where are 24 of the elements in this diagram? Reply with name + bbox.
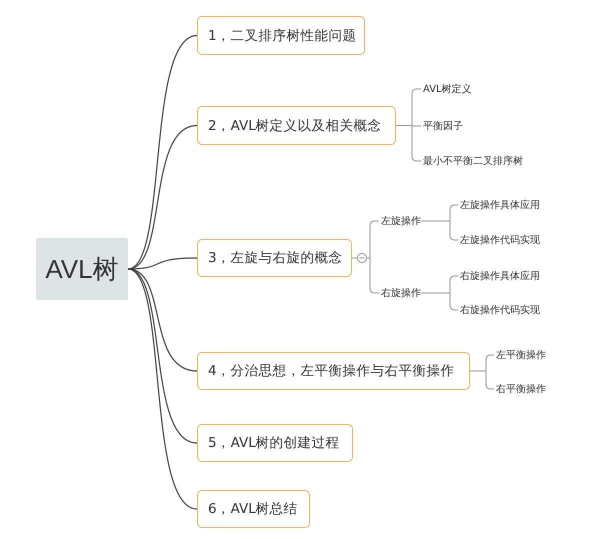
topic-box: 6，AVL树总结 [197, 490, 310, 528]
subtopic-text: 右旋操作具体应用 [460, 268, 540, 284]
subtopic-text: AVL树定义 [423, 81, 472, 97]
topic-box: 1，二叉排序树性能问题 [197, 16, 365, 55]
subtopic-text: 左旋操作 [381, 213, 421, 229]
connector [420, 292, 458, 310]
connector [128, 124, 198, 270]
topic-box: 3，左旋与右旋的概念 [197, 239, 352, 277]
subtopic-text: 左平衡操作 [496, 347, 546, 363]
topic-box: 2，AVL树定义以及相关概念 [197, 106, 396, 145]
connector [128, 268, 198, 510]
topic-box: 4，分治思想，左平衡操作与右平衡操作 [197, 352, 470, 390]
root-topic-box: AVL树 [36, 238, 128, 300]
subtopic-text: 左旋操作具体应用 [460, 197, 540, 213]
connector [470, 370, 494, 390]
subtopic-text: 右旋操作代码实现 [460, 302, 540, 318]
subtopic-text: 平衡因子 [423, 118, 463, 134]
connector [420, 220, 458, 240]
topic-box: 5，AVL树的创建过程 [197, 424, 353, 462]
connector [128, 268, 198, 444]
subtopic-text: 右平衡操作 [496, 381, 546, 397]
subtopic-text: 左旋操作代码实现 [460, 232, 540, 248]
subtopic-text: 最小不平衡二叉排序树 [423, 153, 523, 169]
subtopic-text: 右旋操作 [381, 285, 421, 301]
